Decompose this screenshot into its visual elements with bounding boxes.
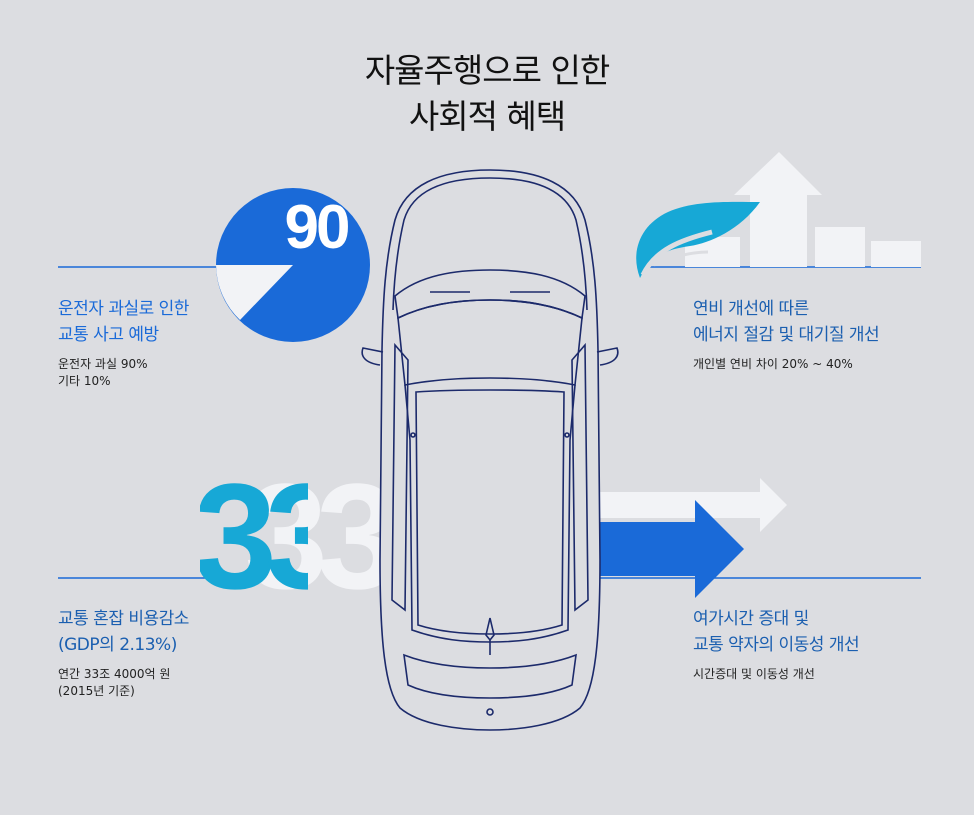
energy-detail: 개인별 연비 차이 20% ~ 40% xyxy=(693,357,853,371)
energy-heading-line-2: 에너지 절감 및 대기질 개선 xyxy=(693,325,880,345)
page-title: 자율주행으로 인한 사회적 혜택 xyxy=(0,48,974,140)
pie-slice-other xyxy=(216,265,293,320)
accident-details: 운전자 과실 90% 기타 10% xyxy=(58,356,298,390)
congestion-heading: 교통 혼잡 비용감소 (GDP의 2.13%) xyxy=(58,606,298,658)
leaf-icon xyxy=(636,201,760,278)
energy-details: 개인별 연비 차이 20% ~ 40% xyxy=(693,356,963,373)
energy-heading: 연비 개선에 따른 에너지 절감 및 대기질 개선 xyxy=(693,296,963,348)
leisure-detail: 시간증대 및 이동성 개선 xyxy=(693,667,815,681)
pie-big-number: 90 xyxy=(285,193,348,262)
energy-section: 연비 개선에 따른 에너지 절감 및 대기질 개선 개인별 연비 차이 20% … xyxy=(693,296,963,373)
energy-heading-line-1: 연비 개선에 따른 xyxy=(693,299,809,319)
accident-section: 운전자 과실로 인한 교통 사고 예방 운전자 과실 90% 기타 10% xyxy=(58,296,298,390)
leisure-section: 여가시간 증대 및 교통 약자의 이동성 개선 시간증대 및 이동성 개선 xyxy=(693,606,963,683)
congestion-details: 연간 33조 4000억 원 (2015년 기준) xyxy=(58,666,298,700)
leisure-details: 시간증대 및 이동성 개선 xyxy=(693,666,963,683)
congestion-big-number: 33 33 xyxy=(194,452,406,620)
number-33-shadow: 33 xyxy=(245,452,394,620)
accident-pie-chart: 90 xyxy=(216,188,370,342)
congestion-section: 교통 혼잡 비용감소 (GDP의 2.13%) 연간 33조 4000억 원 (… xyxy=(58,606,298,700)
leisure-heading: 여가시간 증대 및 교통 약자의 이동성 개선 xyxy=(693,606,963,658)
car-outline-illustration xyxy=(361,169,619,731)
leisure-heading-line-2: 교통 약자의 이동성 개선 xyxy=(693,635,860,655)
accident-heading-line-2: 교통 사고 예방 xyxy=(58,325,159,345)
congestion-heading-line-1: 교통 혼잡 비용감소 xyxy=(58,609,189,629)
congestion-heading-line-2: (GDP의 2.13%) xyxy=(58,635,177,655)
title-line-2: 사회적 혜택 xyxy=(408,97,566,136)
congestion-detail-amount: 연간 33조 4000억 원 xyxy=(58,667,171,681)
number-33-cyan: 33 xyxy=(194,452,343,620)
title-line-1: 자율주행으로 인한 xyxy=(364,51,610,90)
accident-heading-line-1: 운전자 과실로 인한 xyxy=(58,299,189,319)
arrow-right-icon xyxy=(600,478,787,598)
leisure-heading-line-1: 여가시간 증대 및 xyxy=(693,609,809,629)
accident-detail-driver: 운전자 과실 90% xyxy=(58,357,148,371)
congestion-detail-year: (2015년 기준) xyxy=(58,684,135,698)
accident-detail-other: 기타 10% xyxy=(58,374,111,388)
accident-heading: 운전자 과실로 인한 교통 사고 예방 xyxy=(58,296,298,348)
